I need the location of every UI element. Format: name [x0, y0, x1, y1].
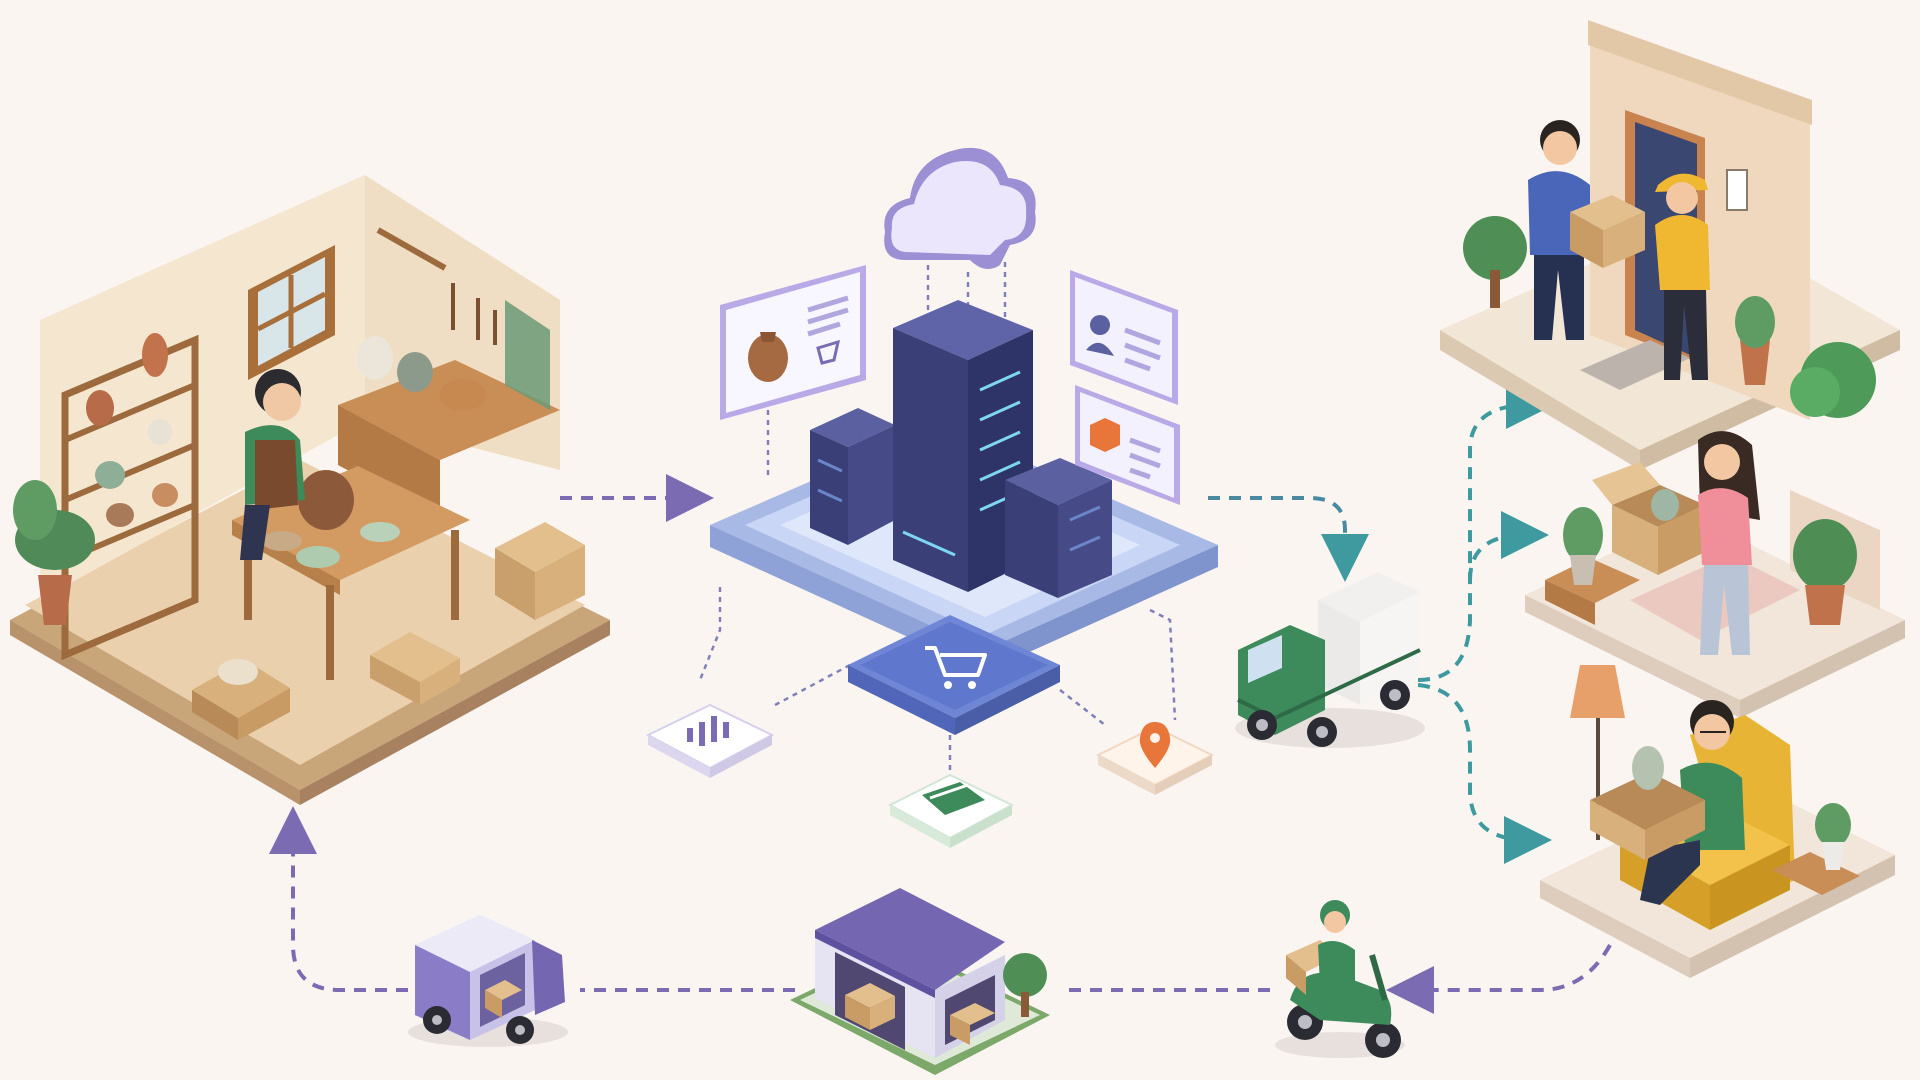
customer-person-icon	[1698, 431, 1760, 655]
user-icon	[1090, 315, 1110, 335]
plant-icon	[1563, 507, 1857, 625]
doorstep-delivery	[1440, 20, 1900, 470]
plant-icon	[13, 480, 95, 625]
bar-chart-icon	[687, 716, 729, 746]
cloud-icon	[884, 147, 1036, 269]
text-lines-icon	[1129, 437, 1161, 480]
courier-scooter	[1275, 900, 1405, 1058]
tree-icon	[1463, 216, 1527, 308]
location-tile[interactable]	[1095, 722, 1215, 795]
credit-card-icon	[922, 782, 985, 815]
plant-icon	[1735, 296, 1876, 418]
flow-van-to-workshop	[269, 806, 408, 992]
server-icon	[1005, 458, 1112, 598]
flow-truck-to-doorstep	[1417, 381, 1554, 682]
basket-icon	[192, 659, 290, 740]
tree-icon	[1003, 953, 1047, 1017]
checkout-tile[interactable]	[848, 615, 1060, 735]
window-icon	[248, 245, 335, 380]
open-box-icon	[1592, 462, 1705, 575]
order-card	[1075, 385, 1180, 505]
flow-platform-to-truck	[1208, 496, 1369, 582]
courier-person-icon	[1655, 173, 1710, 380]
customer-armchair	[1540, 665, 1895, 978]
artisan-person-icon	[240, 369, 305, 560]
product-listing-card	[720, 265, 866, 420]
customer-profile-card	[1070, 270, 1178, 405]
shopping-cart-icon	[925, 646, 987, 689]
analytics-tile[interactable]	[645, 703, 775, 778]
box-icon	[370, 522, 585, 705]
box-icon	[845, 983, 995, 1045]
plant-icon	[1772, 803, 1860, 895]
flow-arrows	[269, 381, 1612, 1014]
map-pin-icon	[1139, 722, 1171, 768]
vase-icon	[748, 334, 788, 382]
text-lines-icon	[1124, 327, 1161, 372]
flow-truck-to-armchair	[1417, 683, 1552, 864]
text-lines-icon	[807, 295, 849, 337]
open-box-icon	[1590, 746, 1705, 860]
payment-tile[interactable]	[887, 773, 1015, 848]
return-van	[408, 915, 568, 1047]
delivery-truck	[1235, 572, 1425, 748]
package-icon	[1570, 195, 1645, 268]
flow-truck-to-unboxing	[1468, 511, 1549, 581]
artisan-workshop	[10, 175, 610, 805]
cart-icon	[816, 339, 841, 365]
warehouse	[790, 888, 1050, 1075]
flow-customer-to-scooter	[1386, 944, 1612, 1014]
customer-unboxing	[1525, 431, 1905, 718]
cloud-platform	[645, 147, 1218, 848]
package-icon	[1090, 418, 1120, 452]
server-icon	[810, 408, 895, 545]
